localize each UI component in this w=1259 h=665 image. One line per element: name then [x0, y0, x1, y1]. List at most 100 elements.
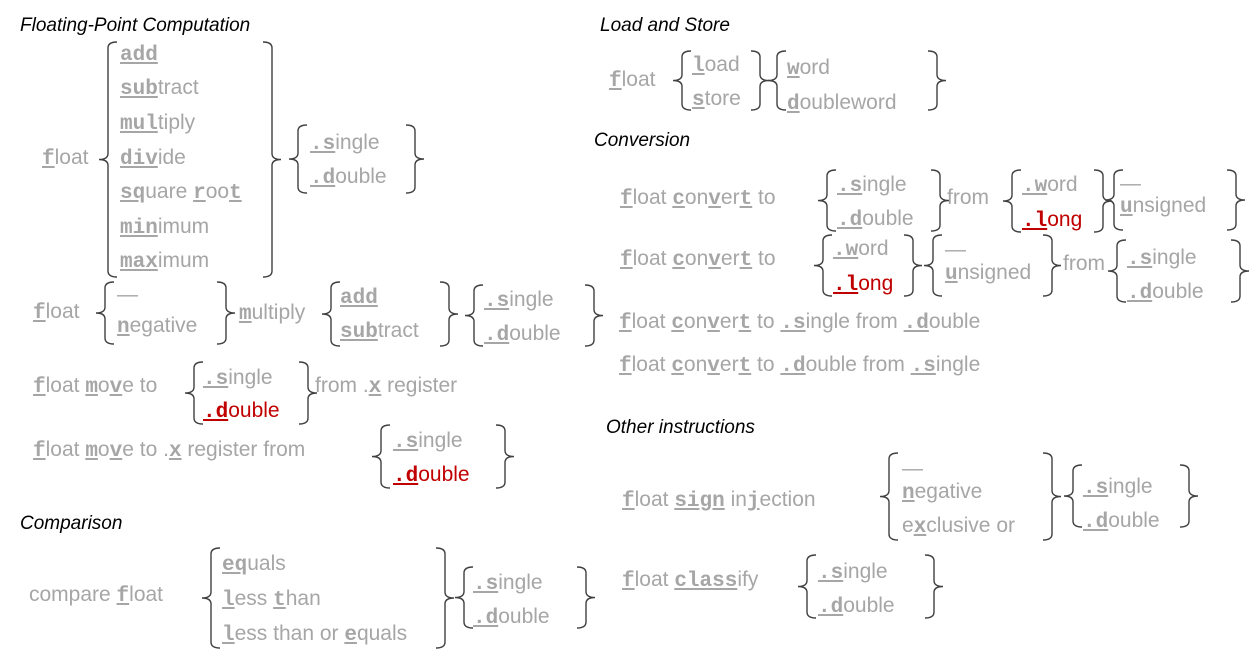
fp-op-add: add [120, 44, 158, 67]
fneg-prec-single: .single [484, 288, 554, 313]
conv4-line: float convert to .double from .single [619, 353, 981, 378]
brace-fneg-opt-right [216, 281, 236, 345]
conv2-uns-none: — [945, 238, 966, 261]
cmp-prefix: compare float [29, 583, 164, 608]
fmove2-prec-double: .double [393, 463, 470, 488]
ls-op-load: load [692, 53, 740, 78]
fp-op-divide: divide [120, 146, 186, 171]
conv1-uns-unsigned: unsigned [1120, 194, 1207, 219]
brace-fneg-prec-right [584, 284, 604, 347]
brace-cmp-prec-left [454, 566, 474, 629]
conv2-prec-single: .single [1127, 246, 1197, 271]
brace-fneg-ops-right [439, 281, 459, 347]
fp-float-word: float [42, 146, 89, 171]
brace-conv2-uns-right [1042, 234, 1062, 297]
fp-op-multiply: multiply [120, 111, 196, 136]
fp-op-sqrt: square root [120, 180, 242, 205]
sgnj-prec-single: .single [1083, 475, 1153, 500]
sgnj-opt-negative: negative [902, 480, 983, 505]
fneg-op-add: add [340, 287, 378, 310]
brace-sgnj-prec-right [1179, 464, 1199, 528]
brace-conv1-prec-right [930, 169, 950, 232]
fmove1-prefix: float move to [33, 374, 158, 399]
brace-conv2-int-right [903, 234, 923, 297]
brace-fp-prec-left [288, 124, 308, 194]
brace-fneg-opt-left [95, 281, 115, 345]
brace-sgnj-opt-left [879, 452, 899, 541]
conv1-int-word: .word [1022, 173, 1078, 198]
brace-conv2-uns-left [923, 234, 943, 297]
brace-ls-ops-left [672, 50, 692, 111]
brace-conv1-uns-left [1104, 169, 1124, 231]
brace-fneg-ops-left [321, 281, 341, 347]
conv2-prec-double: .double [1127, 280, 1204, 305]
brace-fclass-right [924, 554, 944, 619]
conv1-prefix: float convert to [620, 186, 776, 211]
fneg-op-subtract: subtract [340, 319, 419, 344]
fneg-opt-none: — [117, 283, 138, 306]
brace-fmove1-left [184, 361, 204, 425]
brace-fmove2-left [371, 424, 391, 489]
ls-size-word: word [787, 56, 830, 81]
fp-op-maximum: maximum [120, 249, 210, 274]
conv1-prec-double: .double [837, 207, 914, 232]
brace-conv2-int-left [813, 234, 833, 297]
fneg-float-word: float [33, 300, 80, 325]
fp-prec-single: .single [310, 131, 380, 156]
sgnj-prec-double: .double [1083, 509, 1160, 534]
conv3-line: float convert to .single from .double [619, 310, 981, 335]
brace-sgnj-opt-right [1042, 452, 1062, 541]
brace-conv1-int-left [1002, 169, 1022, 233]
brace-fclass-left [797, 554, 817, 619]
brace-fp-ops-left [98, 41, 118, 278]
sgnj-opt-none: — [902, 457, 923, 480]
fneg-opt-negative: negative [117, 314, 198, 339]
brace-ls-size-right [927, 50, 947, 111]
conv2-int-word: .word [833, 237, 889, 262]
conv1-uns-none: — [1120, 172, 1141, 195]
brace-ls-size-left [767, 50, 787, 111]
sgnj-prefix: float sign injection [622, 488, 816, 513]
brace-cmp-prec-right [576, 566, 596, 629]
cmp-prec-single: .single [473, 571, 543, 596]
fmove2-prefix: float move to .x register from [33, 438, 306, 463]
conv1-int-long: .long [1022, 208, 1083, 233]
sgnj-opt-xor: exclusive or [902, 514, 1015, 539]
brace-fp-ops-right [262, 41, 282, 278]
conv2-prefix: float convert to [620, 247, 776, 272]
header-other: Other instructions [606, 417, 755, 438]
fmove1-suffix: from .x register [315, 374, 458, 399]
cmp-prec-double: .double [473, 605, 550, 630]
cmp-op-equals: equals [222, 552, 286, 577]
header-comparison: Comparison [20, 513, 123, 534]
brace-fneg-prec-left [464, 284, 484, 347]
conv1-from: from [947, 186, 989, 209]
fclass-prec-double: .double [818, 594, 895, 619]
brace-cmp-ops-left [201, 547, 221, 649]
fmove2-prec-single: .single [393, 429, 463, 454]
fp-op-subtract: subtract [120, 76, 199, 101]
header-load-store: Load and Store [600, 15, 730, 36]
fmove1-prec-double: .double [203, 399, 280, 424]
brace-conv2-prec-right [1230, 239, 1250, 303]
header-fp-computation: Floating-Point Computation [20, 15, 251, 36]
brace-fmove1-right [298, 361, 318, 425]
brace-conv2-prec-left [1107, 239, 1127, 303]
fp-op-minimum: minimum [120, 215, 210, 240]
ls-op-store: store [692, 87, 741, 112]
brace-cmp-ops-right [435, 547, 455, 649]
ls-float-word: float [609, 68, 656, 93]
fneg-multiply: multiply [239, 301, 306, 326]
conv2-int-long: .long [833, 272, 894, 297]
ls-size-doubleword: doubleword [787, 91, 897, 116]
fp-prec-double: .double [310, 165, 387, 190]
brace-conv1-prec-left [817, 169, 837, 232]
fclass-prefix: float classify [622, 568, 759, 593]
conv2-from: from [1063, 252, 1105, 275]
header-conversion: Conversion [594, 130, 691, 151]
brace-fp-prec-right [405, 124, 425, 194]
brace-sgnj-prec-left [1063, 464, 1083, 528]
conv1-prec-single: .single [837, 173, 907, 198]
brace-fmove2-right [495, 424, 515, 489]
